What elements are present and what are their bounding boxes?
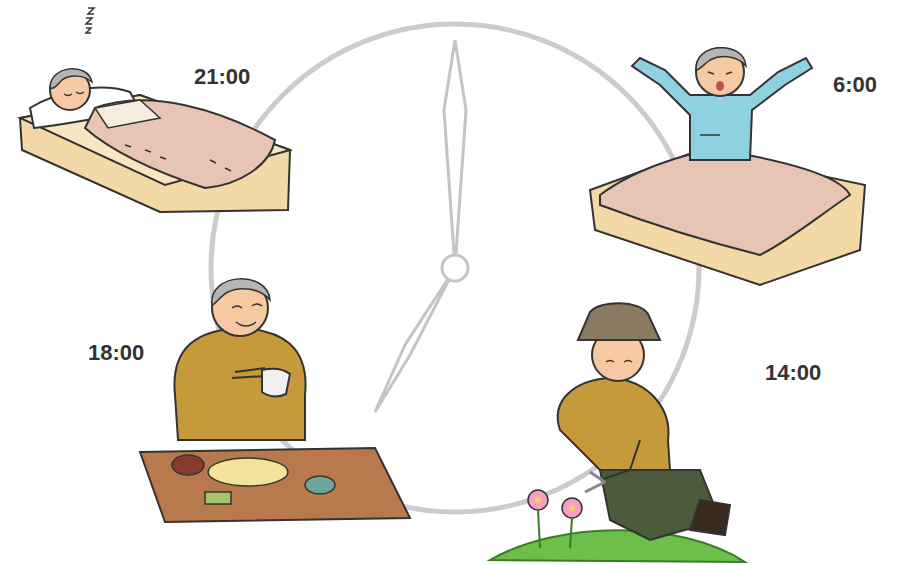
eating-man-part: [140, 448, 410, 522]
gardening-man-part: [528, 490, 548, 510]
sleeping-man-part: [86, 8, 94, 33]
eating-man-part: [232, 304, 262, 326]
gardening-man-part: [490, 530, 745, 562]
eating-man-part: [174, 328, 305, 440]
gardening-man: [490, 303, 745, 562]
waking-man-part: [590, 150, 865, 285]
clock-face-part: [444, 40, 466, 268]
eating-man: [140, 279, 410, 522]
gardening-man-part: [558, 378, 670, 470]
sleeping-man-part: [64, 92, 84, 96]
eating-man-part: [262, 369, 290, 397]
clock-face-part: [442, 255, 468, 281]
eating-man-part: [305, 476, 335, 494]
waking-man-part: [716, 81, 724, 91]
gardening-man-part: [578, 303, 660, 340]
sleeping-man-part: [85, 100, 275, 188]
clock-face-part: [375, 268, 455, 412]
gardening-man-part: [606, 361, 632, 363]
waking-man-part: [696, 48, 746, 70]
gardening-man-part: [535, 497, 541, 503]
gardening-man-part: [585, 472, 605, 492]
gardening-man-part: [690, 500, 730, 535]
gardening-man-part: [538, 510, 572, 548]
time-label: 6:00: [833, 74, 877, 96]
time-label: 14:00: [765, 362, 821, 384]
waking-man: [590, 48, 865, 285]
sleeping-man: [20, 8, 290, 212]
gardening-man-part: [562, 498, 582, 518]
sleeping-man-part: [95, 100, 160, 128]
sleeping-man-part: [125, 145, 231, 171]
waking-man-part: [708, 72, 732, 74]
eating-man-part: [232, 368, 266, 378]
waking-man-part: [700, 134, 720, 136]
time-label: 21:00: [194, 66, 250, 88]
time-label: 18:00: [88, 342, 144, 364]
eating-man-part: [212, 279, 270, 305]
eating-man-part: [208, 458, 288, 486]
gardening-man-part: [569, 505, 575, 511]
eating-man-part: [205, 492, 231, 504]
gardening-man-part: [600, 440, 640, 480]
waking-man-part: [600, 150, 850, 255]
eating-man-part: [172, 455, 204, 475]
sleeping-man-part: [50, 69, 92, 89]
